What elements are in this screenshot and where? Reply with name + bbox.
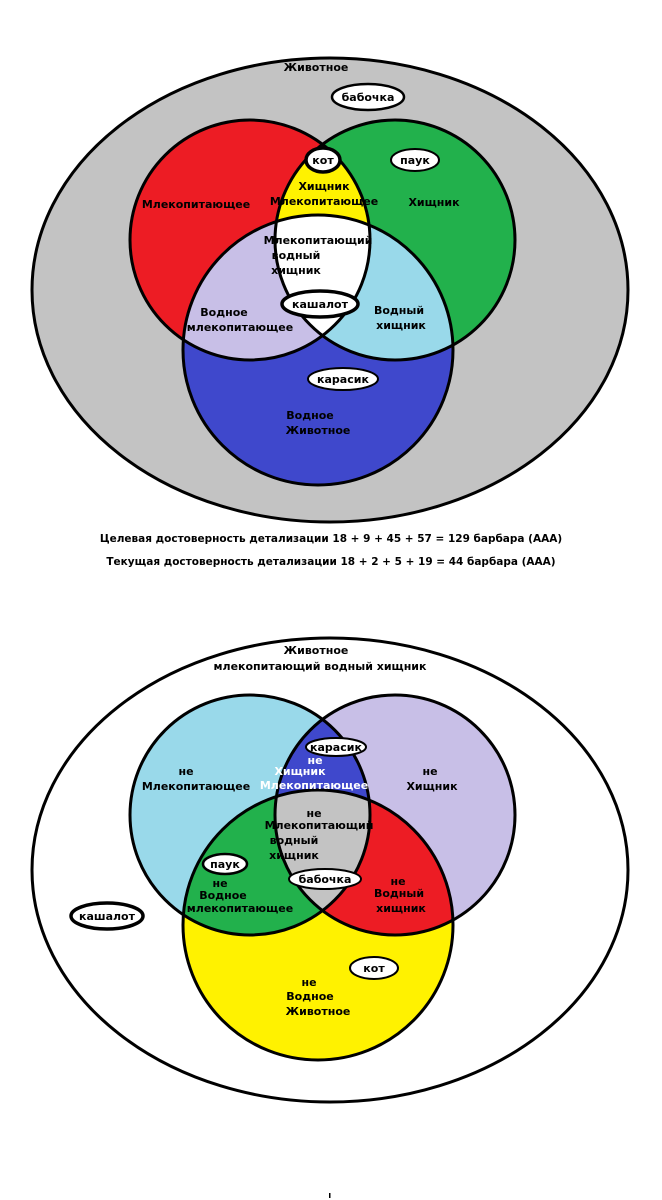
svg-text:бабочка: бабочка [342, 91, 395, 104]
top-item-spider: паук [390, 148, 440, 172]
bottom-all-label-3: водный [270, 834, 319, 847]
svg-text:бабочка: бабочка [299, 873, 352, 886]
top-item-cat: кот [304, 146, 342, 174]
top-predator-label: Хищник [408, 196, 460, 209]
top-mammal-label: Млекопитающее [142, 198, 250, 211]
top-predator-aquatic-label-2: хищник [376, 319, 426, 332]
top-aquatic-outline [181, 213, 455, 487]
svg-text:кот: кот [363, 962, 385, 975]
bottom-not-predator-label-2: Хищник [406, 780, 458, 793]
bottom-nm-na-label-3: млекопитающее [187, 902, 293, 915]
bottom-nm-np-label-3: Млекопитающее [260, 779, 368, 792]
top-all-label-1: Млекопитающий [264, 234, 373, 247]
top-mammal-aquatic-label-1: Водное [200, 306, 247, 319]
top-aquatic-label-1: Водное [286, 409, 333, 422]
top-all-label-3: хищник [271, 264, 321, 277]
top-predator-outline [273, 118, 517, 362]
svg-text:паук: паук [210, 858, 240, 871]
bottom-not-mammal-label-1: не [178, 765, 193, 778]
top-item-butterfly: бабочка [330, 82, 406, 112]
bottom-not-predator-label-1: не [422, 765, 437, 778]
bottom-all-label-1: не [306, 807, 321, 820]
bottom-item-butterfly: бабочка [288, 868, 362, 890]
bottom-nm-na-label-2: Водное [199, 889, 246, 902]
top-all-label-2: водный [272, 249, 321, 262]
bottom-not-predator-outline [273, 693, 517, 937]
bottom-np-na-label-1: не [390, 875, 405, 888]
bottom-nm-np-label-1: не [307, 754, 322, 767]
svg-text:кашалот: кашалот [292, 298, 349, 311]
bottom-not-mammal-outline [128, 693, 372, 937]
top-predator-aquatic-label-1: Водный [374, 304, 424, 317]
top-universe-label: Животное [284, 61, 349, 74]
bottom-not-mammal-label-2: Млекопитающее [142, 780, 250, 793]
bottom-universe-label-1: Животное [284, 644, 349, 657]
bottom-not-aquatic-label-3: Животное [286, 1005, 351, 1018]
svg-text:паук: паук [400, 154, 430, 167]
top-mammal-predator-label-2: Млекопитающее [270, 195, 378, 208]
caption-target-confidence: Целевая достоверность детализации 18 + 9… [100, 533, 562, 545]
bottom-venn-diagram: Животное млекопитающий водный хищник не … [30, 636, 630, 1104]
bottom-item-spider: паук [201, 852, 249, 876]
bottom-all-label-4: хищник [269, 849, 319, 862]
bottom-item-whale: кашалот [69, 901, 145, 931]
svg-text:кот: кот [312, 154, 334, 167]
svg-text:кашалот: кашалот [79, 910, 136, 923]
svg-text:карасик: карасик [317, 373, 369, 386]
bottom-universe-label-2: млекопитающий водный хищник [214, 660, 427, 673]
svg-text:карасик: карасик [310, 741, 362, 754]
bottom-nm-np-label-2: Хищник [274, 765, 326, 778]
stray-mark [329, 1193, 331, 1198]
bottom-all-label-2: Млекопитающий [265, 819, 374, 832]
bottom-item-cat: кот [349, 956, 399, 980]
top-aquatic-label-2: Животное [286, 424, 351, 437]
bottom-np-na-label-3: хищник [376, 902, 426, 915]
bottom-item-carp: карасик [305, 737, 367, 757]
bottom-not-aquatic-outline [181, 788, 455, 1062]
bottom-nm-na-label-1: не [212, 877, 227, 890]
top-item-whale: кашалот [280, 289, 360, 319]
top-mammal-aquatic-label-2: млекопитающее [187, 321, 293, 334]
caption-current-confidence: Текущая достоверность детализации 18 + 2… [106, 556, 555, 568]
top-venn-diagram: Животное Млекопитающее Хищник Хищник Мле… [30, 56, 630, 524]
bottom-not-aquatic-label-2: Водное [286, 990, 333, 1003]
top-mammal-outline [128, 118, 372, 362]
top-item-carp: карасик [307, 367, 379, 391]
bottom-not-aquatic-label-1: не [301, 976, 316, 989]
top-mammal-predator-label-1: Хищник [298, 180, 350, 193]
bottom-np-na-label-2: Водный [374, 887, 424, 900]
